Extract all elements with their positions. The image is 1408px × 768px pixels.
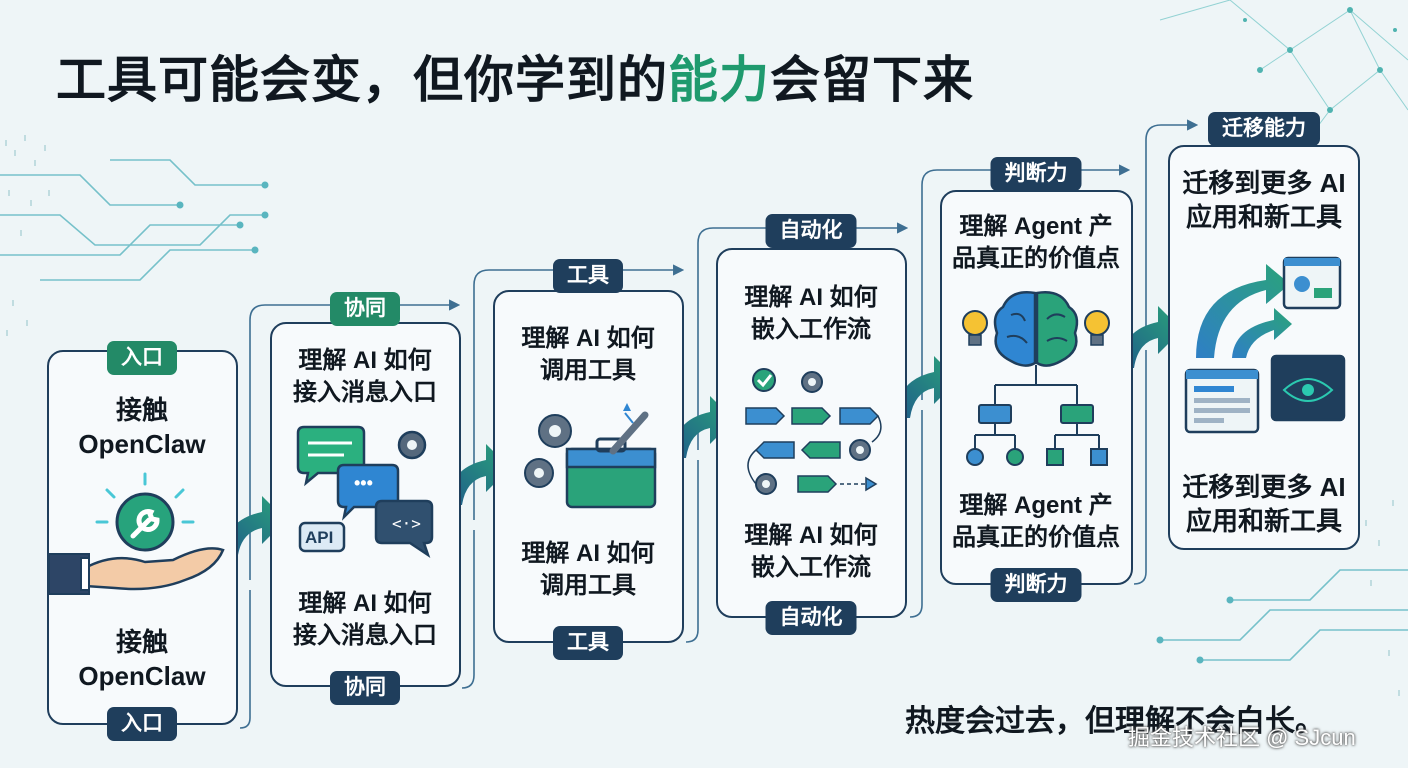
connector-brackets — [239, 119, 1199, 729]
connector-5-bottom — [1133, 350, 1147, 585]
stage-card-judgment — [940, 190, 1133, 585]
circuit-lines-left — [0, 159, 265, 281]
api-label: API — [305, 528, 334, 547]
chat-api-icon: <·> ••• API — [292, 425, 442, 560]
connector-5-top — [1145, 119, 1199, 340]
stage-tag-tools-top: 工具 — [553, 259, 623, 293]
stage-card-automation — [716, 248, 907, 618]
stage-tag-entry-bottom: 入口 — [107, 707, 177, 741]
workflow-icon — [745, 368, 882, 495]
stage-text-tools-top: 理解 AI 如何调用工具 — [521, 325, 655, 384]
title-accent: 能力 — [668, 52, 770, 108]
connector-4-bottom — [909, 410, 923, 618]
circuit-nodes-left — [176, 181, 269, 254]
stage-text-collab-bottom: 理解 AI 如何接入消息入口 — [293, 590, 437, 649]
chat-bubbles-icon: <·> — [296, 425, 434, 559]
chat-dots: ••• — [354, 473, 373, 493]
binary-dots-right — [1365, 500, 1400, 696]
stage-text-judgment-bottom: 理解 Agent 产品真正的价值点 — [952, 492, 1120, 551]
stage-tag-automation-bottom: 自动化 — [765, 601, 857, 635]
toolbox-gears-icon — [524, 403, 657, 509]
circuit-nodes-bottom-right — [1156, 596, 1234, 664]
hand-wrench-icon — [48, 472, 225, 595]
stage-tag-tools-bottom: 工具 — [553, 626, 623, 660]
page-title: 工具可能会变，但你学到的能力会留下来 — [56, 52, 974, 108]
stage-tag-automation-top: 自动化 — [765, 214, 857, 248]
binary-dots-left — [5, 135, 50, 336]
stage-text-collab-top: 理解 AI 如何接入消息入口 — [293, 347, 437, 406]
footer-tagline: 热度会过去，但理解不会白长。 — [905, 705, 1325, 738]
stage-tag-collab-top: 协同 — [330, 292, 400, 326]
connector-4-top — [921, 164, 1131, 400]
brain-decision-icon — [962, 291, 1110, 466]
stage-text-judgment-top: 理解 Agent 产品真正的价值点 — [952, 213, 1120, 272]
stage-tag-judgment-bottom: 判断力 — [990, 568, 1082, 602]
step-arrow-5 — [1120, 306, 1182, 368]
connector-3-bottom — [685, 460, 699, 643]
svg-text:<·>: <·> — [392, 514, 421, 533]
connector-3-top — [697, 222, 909, 450]
connector-1-top — [249, 299, 461, 580]
stage-tag-judgment-top: 判断力 — [990, 157, 1082, 191]
stage-tag-transfer-top: 迁移能力 — [1208, 112, 1320, 146]
stage-text-tools-bottom: 理解 AI 如何调用工具 — [521, 540, 655, 599]
connector-2-top — [473, 264, 685, 520]
connector-2-bottom — [461, 530, 475, 689]
circuit-lines-bottom-right — [1160, 569, 1408, 661]
lightbulb-left-icon — [962, 310, 988, 346]
stage-tag-collab-bottom: 协同 — [330, 671, 400, 705]
lightbulb-right-icon — [1084, 310, 1110, 346]
stage-text-automation-top: 理解 AI 如何嵌入工作流 — [744, 284, 878, 343]
stage-text-automation-bottom: 理解 AI 如何嵌入工作流 — [744, 522, 878, 581]
app-migration-icon — [1184, 256, 1346, 434]
watermark: 掘金技术社区 @ SJcun — [1128, 725, 1356, 750]
stage-tag-entry-top: 入口 — [107, 341, 177, 375]
connector-1-bottom — [239, 590, 251, 729]
